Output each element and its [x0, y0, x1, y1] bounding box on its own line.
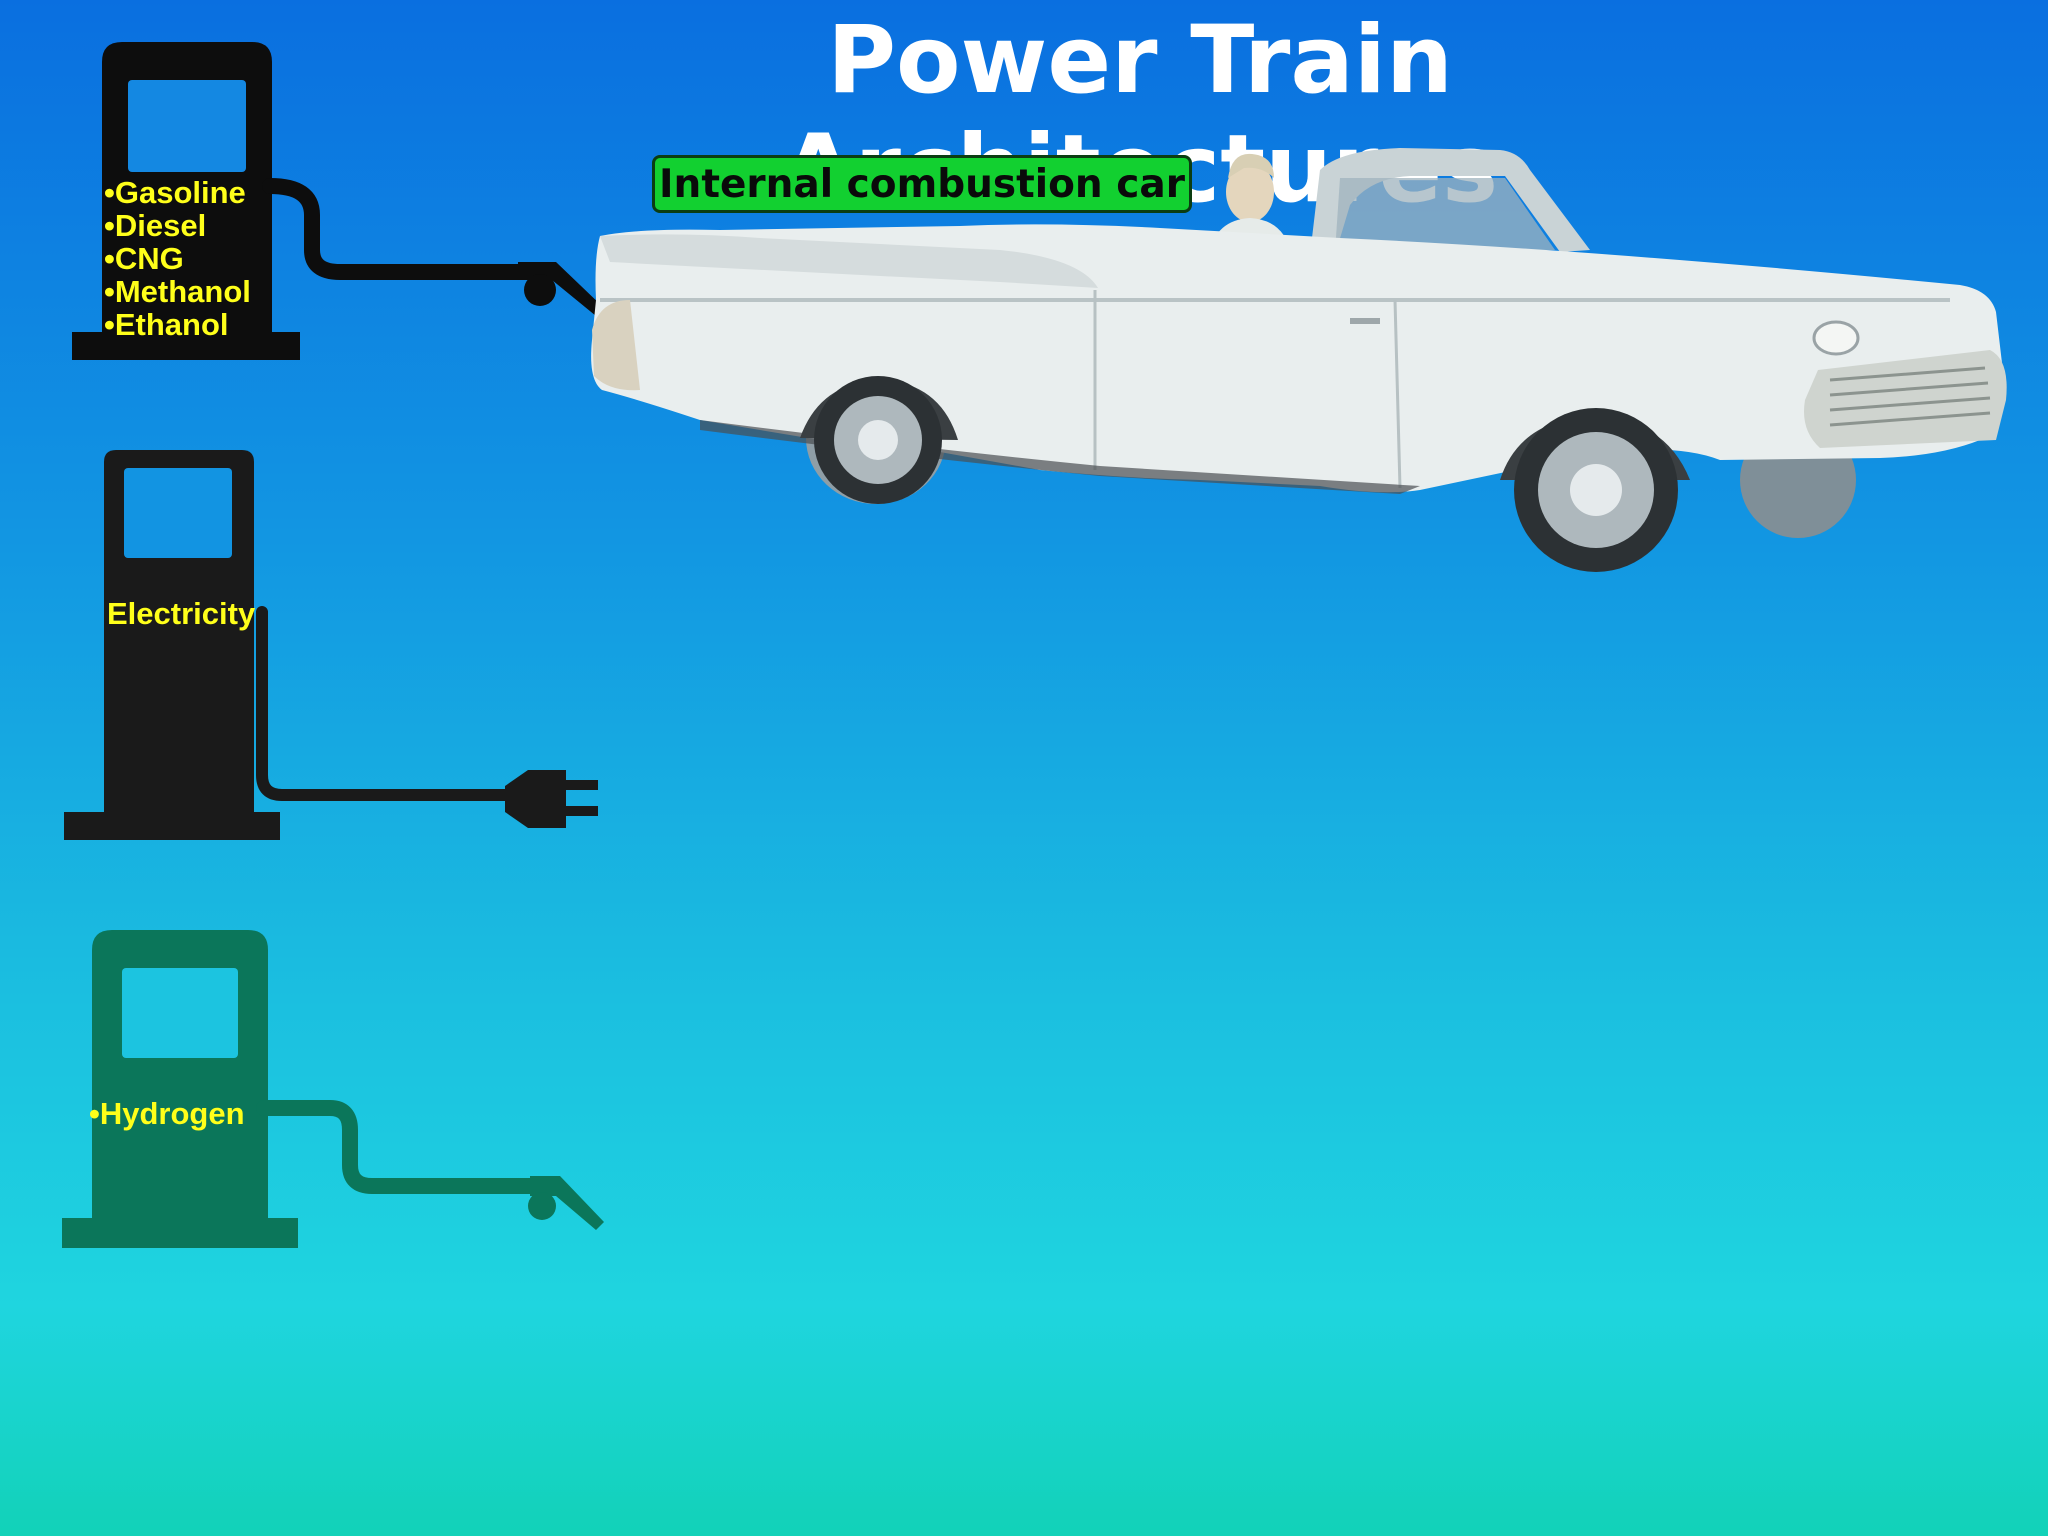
fuel-type-item: •Diesel [104, 208, 207, 243]
fuel-type-item: •CNG [104, 241, 184, 276]
electric-plug-icon [505, 770, 598, 828]
electricity-label: Electricity [107, 596, 256, 631]
fuel-nozzle-icon [518, 262, 604, 316]
fuel-type-item: •Gasoline [104, 175, 246, 210]
car-type-badge: Internal combustion car [652, 155, 1192, 213]
fuel-type-item: •Ethanol [104, 307, 229, 342]
fuel-pump-icon [72, 42, 300, 360]
hydrogen-hose [256, 1100, 548, 1194]
car-illustration [591, 148, 2007, 572]
hydrogen-label: •Hydrogen [89, 1096, 245, 1131]
hydrogen-pump-icon [62, 930, 298, 1248]
hydrogen-nozzle-icon [528, 1176, 604, 1230]
electric-charger-icon [64, 450, 280, 840]
fuel-types-list: •Gasoline •Diesel •CNG •Methanol •Ethano… [104, 176, 251, 341]
charger-cable [256, 606, 521, 801]
fuel-hose [262, 178, 533, 280]
fuel-type-item: •Methanol [104, 274, 251, 309]
